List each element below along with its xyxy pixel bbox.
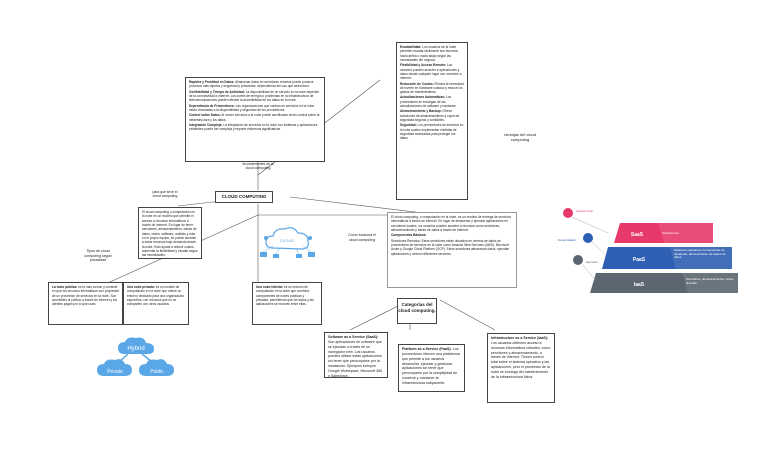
inconv-item: Dependencia de Proveedores: Las organiza… [189,103,315,112]
saas-box: Software as a Service (SaaS): Son aplica… [324,332,388,378]
categorias-title: Categorías del cloud computing. [397,298,437,324]
service-pyramid: Usuario final Desarrollador Ejecutivo Sa… [558,208,738,293]
tipos-label: Tipos de cloud computing según privacida… [84,249,112,263]
hybrid-label: Hybrid [127,346,144,352]
como-head: Componentes Básicos: [391,233,427,238]
inconv-item: Confiabilidad y Tiempo de Actividad: La … [189,89,320,103]
ventajas-box: Escalabilidad: Los usuarios de la nube p… [396,42,468,200]
inconvenientes-label: Inconvenientes de la cloud computing [242,162,274,171]
para-que-label: para que sirve el cloud computing [152,190,178,199]
executive-label: Ejecutivo [586,260,599,264]
user-label: Usuario final [576,209,593,213]
ventaja-item: Escalabilidad: Los usuarios de la nube p… [400,45,458,62]
paas-note: Sistemas operativos, herramientas de des… [674,248,726,260]
para-que-box: El cloud computing o computación en la n… [138,207,202,259]
inconv-item: Integración Compleja: La integración de … [189,122,318,132]
ventaja-item: Actualizaciones Automáticas: Los proveed… [400,95,457,109]
tipo-privada-box: Una nube privada: es un modelo de comput… [123,282,189,325]
ventaja-item: Almacenamiento y Backup: Ofrece solucion… [400,109,460,122]
como-intro: El cloud computing, o computación en la … [391,215,511,232]
tipo-publica-box: La nube pública: es la más común y consi… [48,282,123,325]
cloud-network-icon: CLOUD [260,227,315,258]
central-title: CLOUD COMPUTING [215,191,273,203]
inconvenientes-box: Rapidez y Prontitud en Datos: Almacenar … [185,77,325,162]
hybrid-cloud-icon: Hybrid Private Public [97,337,174,376]
developer-label: Desarrollador [558,238,576,242]
inconv-item: Rapidez y Prontitud en Datos: Almacenar … [189,80,314,89]
developer-icon [583,233,593,243]
para-que-text: El cloud computing o computación en la n… [142,210,198,258]
saas-level-label: SaaS [631,232,644,238]
iaas-level-label: IaaS [634,282,645,288]
como-body: Servidores Remotos: Estos servidores est… [391,238,510,256]
private-label: Private [107,369,123,375]
como-funciona-label: Como funciona el cloud computing [348,233,376,242]
public-label: Public [150,369,164,375]
inconv-item: Control sobre Datos: Al mover servicios … [189,113,320,122]
paas-box: Platform as a Service (PaaS): Los provee… [398,344,465,392]
svg-text:CLOUD: CLOUD [280,238,294,243]
paas-level-label: PaaS [633,257,646,263]
como-funciona-box: El cloud computing, o computación en la … [387,212,517,288]
ventajas-label: ventajas del cloud computing [503,132,537,143]
iaas-box: Infrastructure as a Service (IaaS): Los … [487,333,555,403]
user-icon [563,208,573,218]
ventaja-item: Reducción de Costos: Elimina la necesida… [400,81,464,95]
saas-note: Aplicaciones [662,231,679,235]
iaas-note: Servidores, almacenamiento, redes, firew… [686,277,735,285]
tipo-hibrida-box: Una nube híbrida: es un entorno de compu… [252,282,322,325]
executive-icon [573,255,583,265]
ventaja-item: Flexibilidad y Acceso Remoto: Los usuari… [400,63,462,81]
ventaja-item: Seguridad: Los proveedores de servicios … [400,123,464,141]
